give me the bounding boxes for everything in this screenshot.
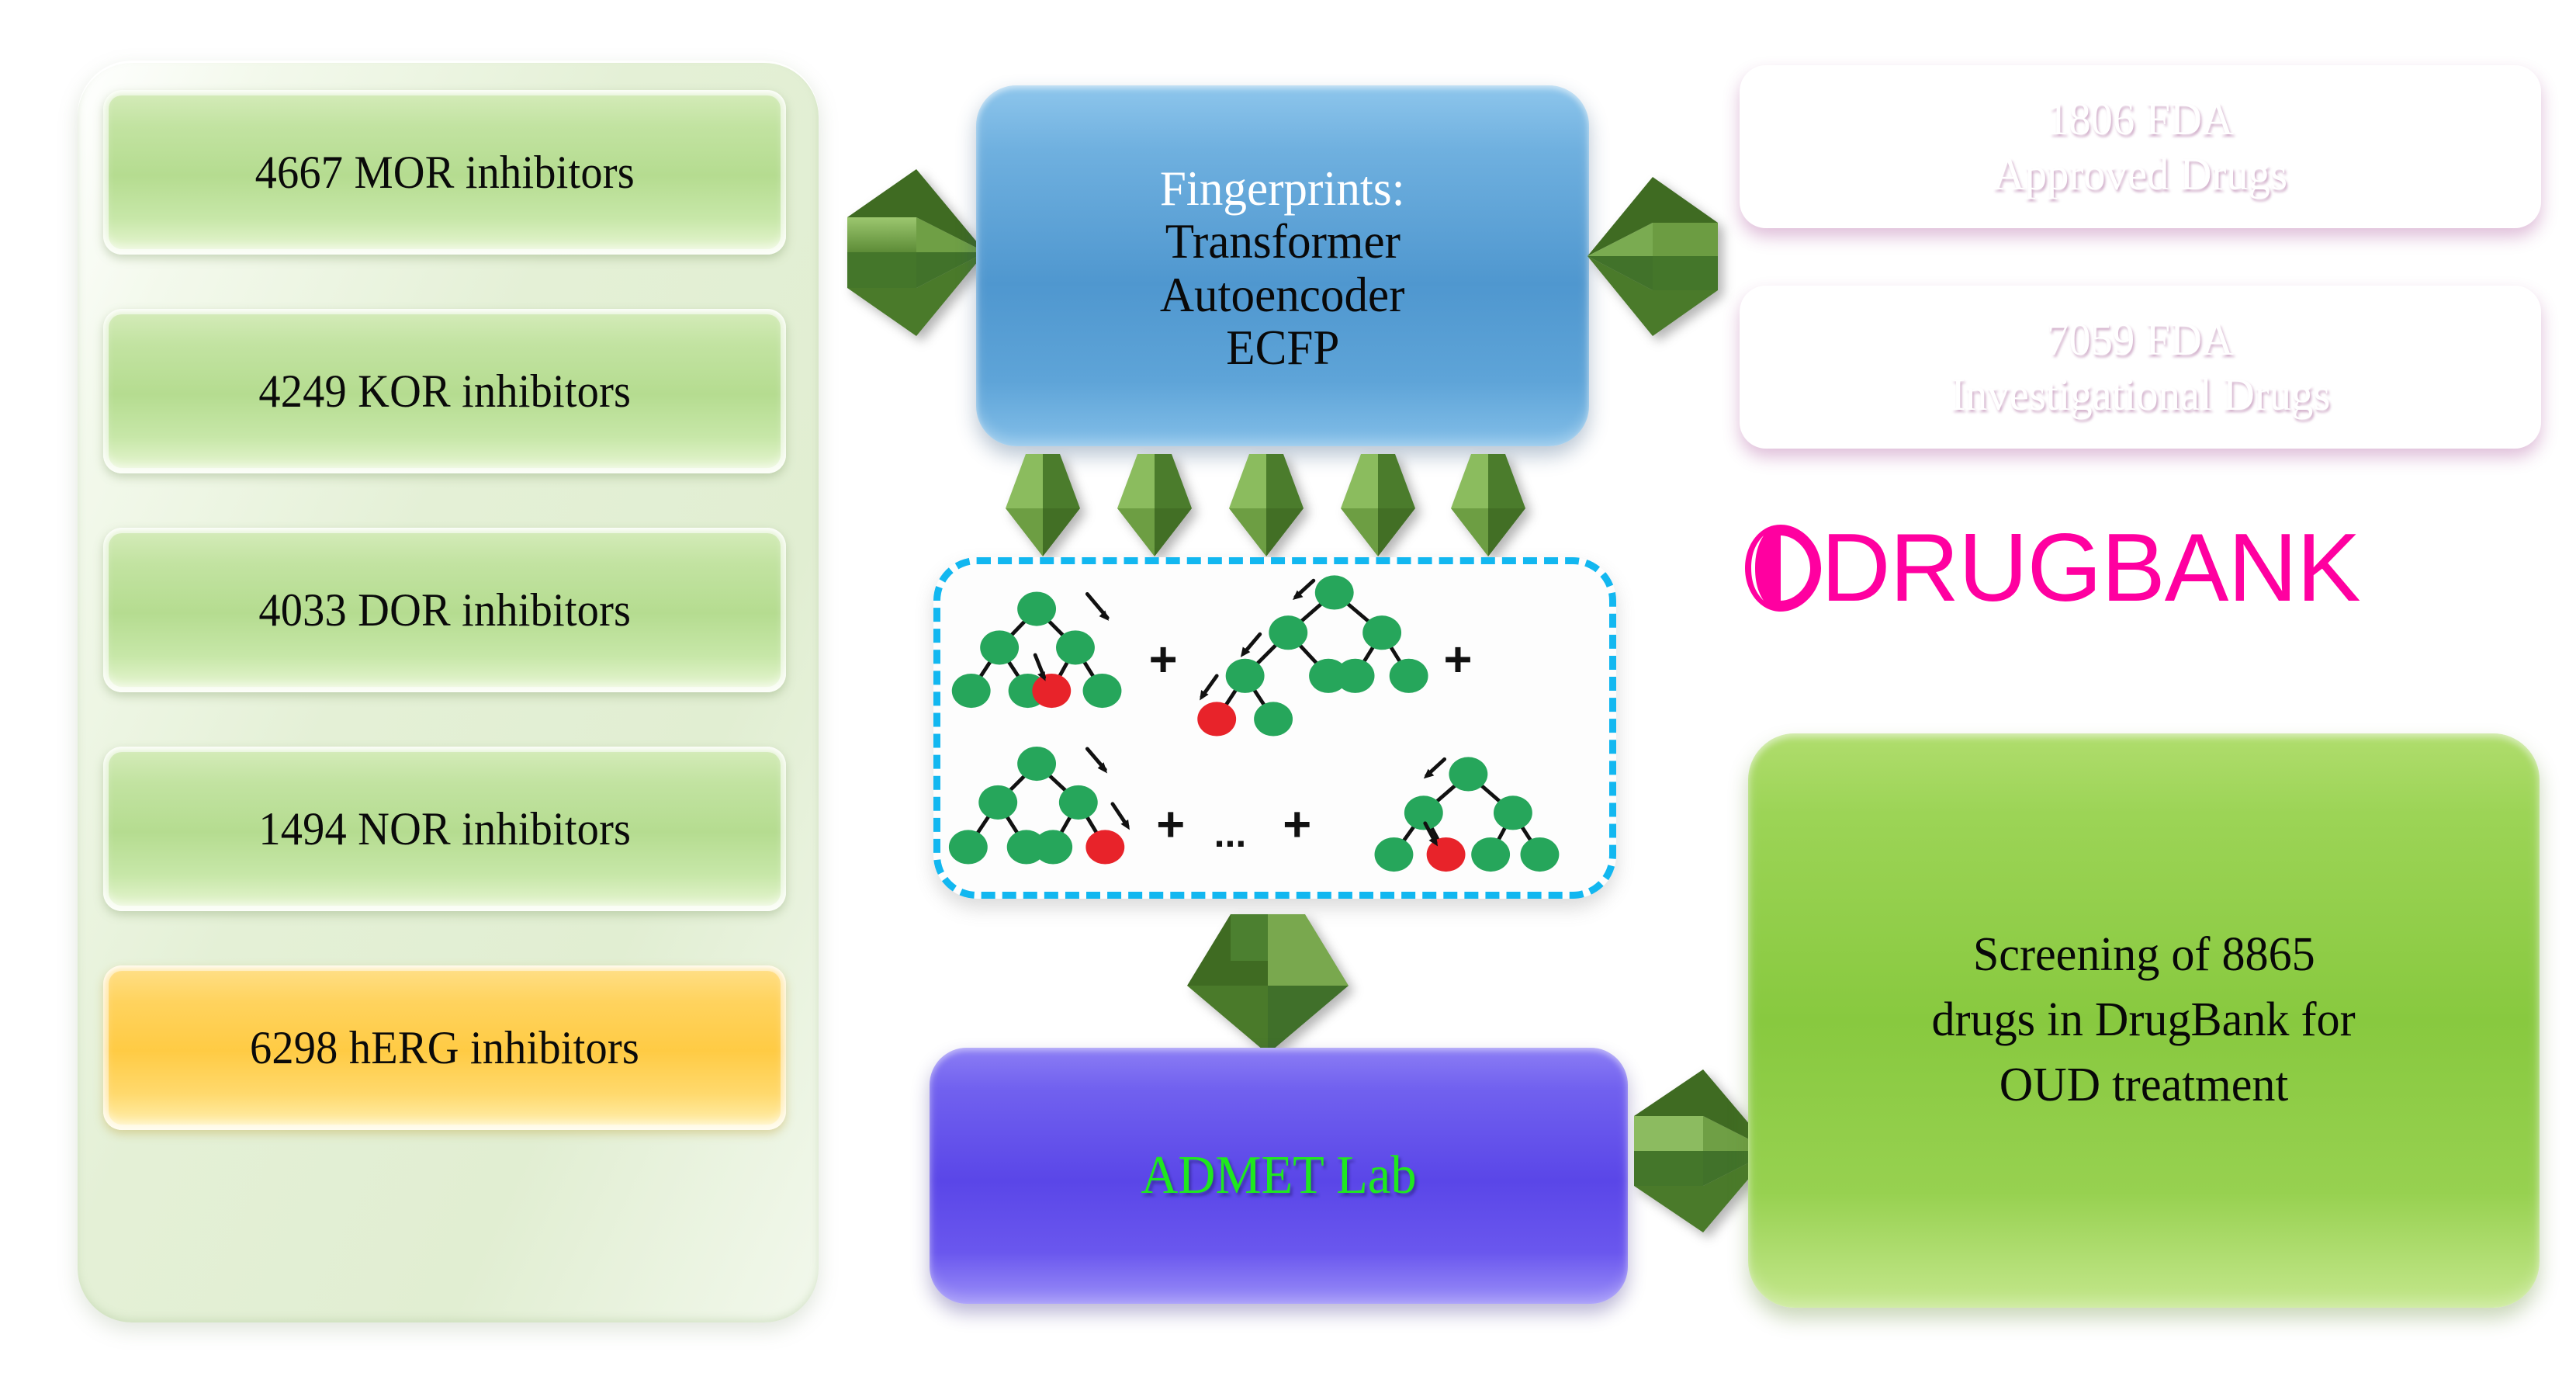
dataset-item-dor[interactable]: 4033 DOR inhibitors (103, 528, 786, 692)
dataset-label-herg: 6298 hERG inhibitors (250, 1021, 639, 1073)
drugbank-logo: DRUGBANK (1740, 518, 2540, 618)
gradient-boosting-trees-icon: + + + ... + (948, 575, 1560, 872)
fda-investigational-line2: Investigational Drugs (1950, 369, 2331, 420)
fingerprints-title: Fingerprints: (1160, 161, 1405, 217)
fda-approved-line2: Approved Drugs (1993, 148, 2288, 199)
screening-result-card: Screening of 8865 drugs in DrugBank for … (1748, 733, 2540, 1308)
fingerprints-card: Fingerprints: Transformer Autoencoder EC… (976, 85, 1589, 446)
svg-text:...: ... (1214, 812, 1247, 855)
screening-line-3: OUD treatment (1999, 1058, 2289, 1111)
arrow-datasets-to-fingerprints-icon (847, 169, 985, 336)
dataset-label-kor: 4249 KOR inhibitors (258, 365, 631, 417)
dataset-item-herg[interactable]: 6298 hERG inhibitors (103, 965, 786, 1130)
fda-approved-drugs-card: 1806 FDA Approved Drugs (1740, 65, 2541, 228)
dataset-item-kor[interactable]: 4249 KOR inhibitors (103, 309, 786, 473)
fingerprints-method-ecfp: ECFP (1225, 320, 1340, 375)
arrow-fingerprints-to-model-3-icon (1229, 454, 1304, 556)
arrow-drug-sources-to-fingerprints-icon (1587, 177, 1718, 336)
arrow-model-to-admet-icon (1187, 914, 1349, 1054)
dataset-item-nor[interactable]: 1494 NOR inhibitors (103, 747, 786, 911)
svg-text:+: + (1443, 633, 1472, 687)
screening-line-2: drugs in DrugBank for (1931, 993, 2356, 1047)
screening-line-1: Screening of 8865 (1972, 928, 2315, 982)
dataset-label-mor: 4667 MOR inhibitors (254, 146, 635, 198)
svg-text:+: + (1149, 633, 1178, 687)
tree-ensemble-box: + + + ... + (933, 557, 1616, 899)
fda-approved-line1: 1806 FDA (2047, 93, 2234, 145)
dataset-item-mor[interactable]: 4667 MOR inhibitors (103, 90, 786, 255)
arrow-fingerprints-to-model-2-icon (1117, 454, 1192, 556)
drugbank-wordmark: DRUGBANK (1821, 515, 2361, 622)
fingerprints-method-transformer: Transformer (1165, 214, 1401, 269)
arrow-fingerprints-to-model-1-icon (1006, 454, 1080, 556)
svg-text:+: + (1283, 798, 1311, 852)
inhibitor-dataset-panel: 4667 MOR inhibitors 4249 KOR inhibitors … (78, 61, 819, 1322)
admet-lab-label: ADMET Lab (1141, 1146, 1417, 1205)
dataset-label-nor: 1494 NOR inhibitors (258, 802, 631, 854)
arrow-fingerprints-to-model-5-icon (1451, 454, 1525, 556)
fingerprints-method-autoencoder: Autoencoder (1160, 267, 1405, 322)
dataset-label-dor: 4033 DOR inhibitors (258, 584, 631, 636)
arrow-fingerprints-to-model-4-icon (1341, 454, 1415, 556)
svg-text:+: + (1156, 798, 1185, 852)
admet-lab-card: ADMET Lab (930, 1048, 1628, 1304)
fda-investigational-line1: 7059 FDA (2047, 314, 2234, 366)
fda-investigational-drugs-card: 7059 FDA Investigational Drugs (1740, 286, 2541, 449)
drugbank-capsule-icon (1745, 525, 1821, 612)
